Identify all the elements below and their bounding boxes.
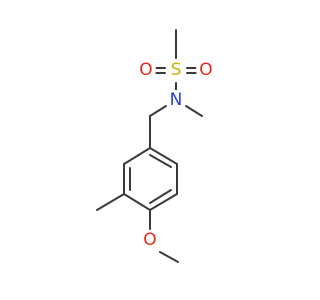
molecule-structure: S O O N O [96,29,216,263]
bonds [96,29,203,263]
ring-inner-2 [149,189,172,204]
bond-o-methyl [159,251,179,263]
ring-bond-3 [149,193,178,211]
bond-n-ch2 [149,105,167,117]
atom-oxygen-left: O [136,60,156,80]
atom-label-o-methoxy: O [143,230,156,250]
atom-oxygen-right: O [196,60,216,80]
atom-sulfur: S [166,60,186,80]
atom-labels: S O O N O [136,60,216,250]
atom-nitrogen: N [166,90,186,110]
atom-label-o-left: O [139,60,152,80]
ring-bond-6 [123,147,151,165]
atom-label-s: S [171,60,182,80]
atom-label-o-right: O [199,60,212,80]
ring-bond-4 [123,193,151,211]
atom-label-n: N [170,90,183,110]
bond-n-methyl [185,105,203,117]
atom-oxygen-methoxy: O [140,230,160,250]
ring-inner-1 [149,154,172,168]
ring-bond-1 [149,147,178,165]
bond-ring-methyl [96,193,125,211]
